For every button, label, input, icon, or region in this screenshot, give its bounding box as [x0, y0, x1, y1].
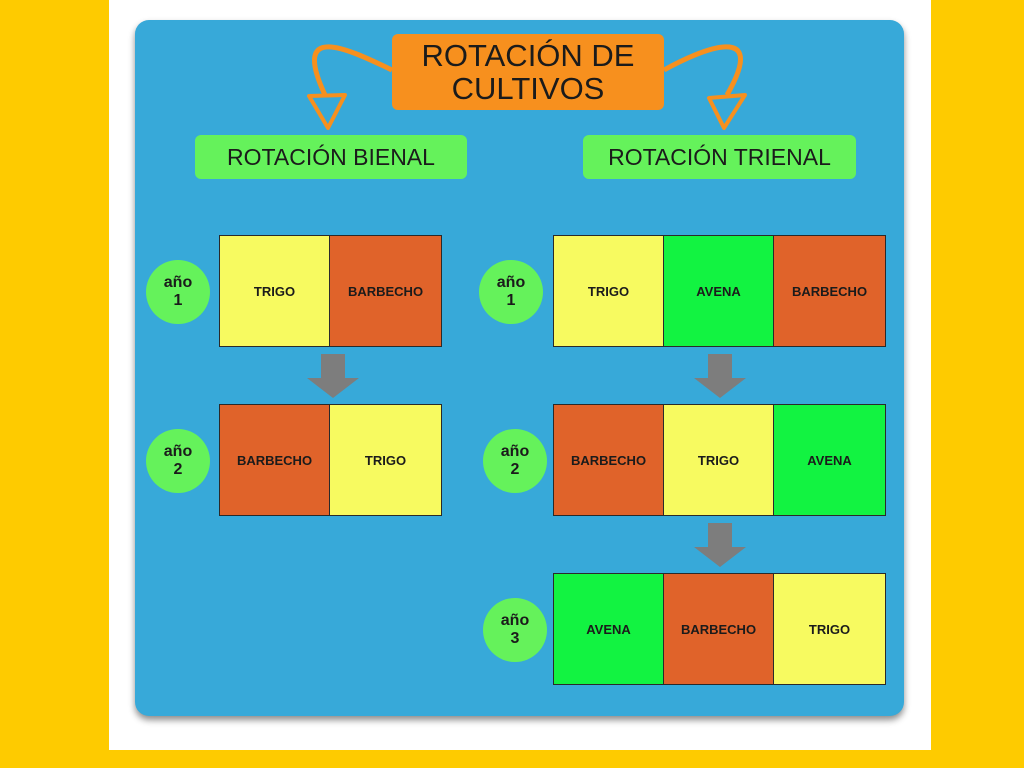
- title-box: ROTACIÓN DE CULTIVOS: [392, 34, 664, 110]
- year-badge-bienal-1: año 1: [146, 260, 210, 324]
- year-badge-number: 1: [506, 292, 516, 309]
- year-badge-trienal-2: año 2: [483, 429, 547, 493]
- crop-cell: BARBECHO: [554, 405, 664, 515]
- down-arrow-bienal-1: [307, 354, 359, 398]
- crop-cell: BARBECHO: [330, 236, 441, 346]
- year-badge-bienal-2: año 2: [146, 429, 210, 493]
- crop-cell: AVENA: [554, 574, 664, 684]
- crop-cell: TRIGO: [554, 236, 664, 346]
- year-badge-label: año: [496, 274, 526, 291]
- crop-cell: BARBECHO: [664, 574, 774, 684]
- down-arrow-trienal-2: [694, 523, 746, 567]
- trienal-row-year-2: BARBECHO TRIGO AVENA: [553, 404, 886, 516]
- crop-cell: AVENA: [664, 236, 774, 346]
- crop-cell: BARBECHO: [220, 405, 330, 515]
- trienal-row-year-1: TRIGO AVENA BARBECHO: [553, 235, 886, 347]
- crop-cell: BARBECHO: [774, 236, 885, 346]
- year-badge-label: año: [500, 612, 530, 629]
- down-arrow-trienal-1: [694, 354, 746, 398]
- trienal-heading-box: ROTACIÓN TRIENAL: [583, 135, 856, 179]
- year-badge-label: año: [500, 443, 530, 460]
- title-text: ROTACIÓN DE CULTIVOS: [421, 38, 635, 106]
- bienal-heading-box: ROTACIÓN BIENAL: [195, 135, 467, 179]
- bienal-heading-text: ROTACIÓN BIENAL: [227, 143, 435, 170]
- crop-cell: TRIGO: [330, 405, 441, 515]
- year-badge-label: año: [163, 274, 193, 291]
- year-badge-number: 1: [173, 292, 183, 309]
- crop-cell: TRIGO: [774, 574, 885, 684]
- year-badge-number: 2: [173, 461, 183, 478]
- bienal-row-year-1: TRIGO BARBECHO: [219, 235, 442, 347]
- trienal-heading-text: ROTACIÓN TRIENAL: [608, 143, 831, 170]
- year-badge-number: 3: [510, 630, 520, 647]
- year-badge-trienal-1: año 1: [479, 260, 543, 324]
- year-badge-number: 2: [510, 461, 520, 478]
- crop-cell: TRIGO: [220, 236, 330, 346]
- crop-cell: AVENA: [774, 405, 885, 515]
- crop-cell: TRIGO: [664, 405, 774, 515]
- trienal-row-year-3: AVENA BARBECHO TRIGO: [553, 573, 886, 685]
- bienal-row-year-2: BARBECHO TRIGO: [219, 404, 442, 516]
- year-badge-label: año: [163, 443, 193, 460]
- year-badge-trienal-3: año 3: [483, 598, 547, 662]
